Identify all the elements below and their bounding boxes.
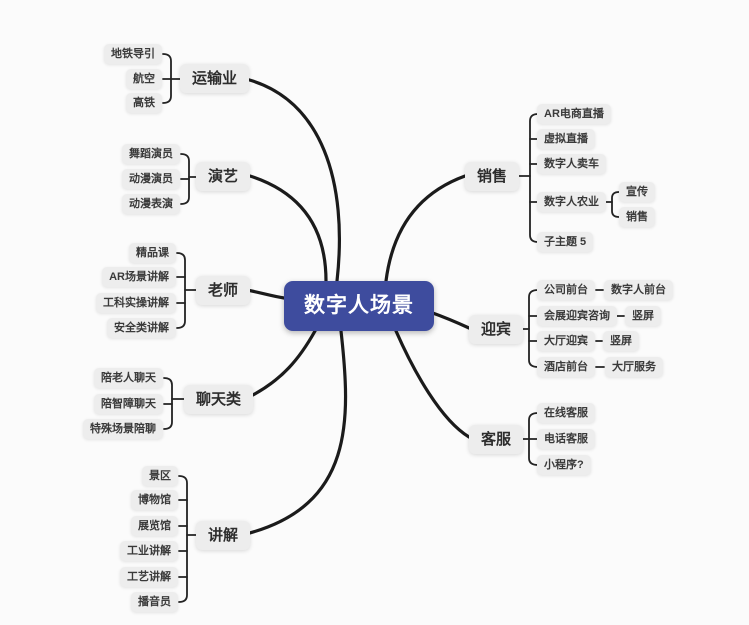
- leaf-promotion[interactable]: 宣传: [619, 182, 655, 202]
- leaf-premium-course[interactable]: 精品课: [129, 243, 176, 263]
- edge-root-performing-arts: [248, 174, 328, 283]
- leaf-anime-performance[interactable]: 动漫表演: [122, 194, 180, 214]
- root-branch-edges: [243, 77, 471, 536]
- leaf-hotel-front-desk[interactable]: 酒店前台: [537, 357, 595, 377]
- leaf-vertical-screen-2[interactable]: 竖屏: [603, 331, 639, 351]
- branch-sales[interactable]: 销售: [465, 162, 520, 191]
- leaf-agri-sales[interactable]: 销售: [619, 207, 655, 227]
- leaf-special-scene-chat[interactable]: 特殊场景陪聊: [83, 419, 163, 439]
- leaf-scenic-area[interactable]: 景区: [142, 466, 178, 486]
- leaf-mini-program[interactable]: 小程序?: [537, 455, 591, 475]
- bracket-sales: [529, 113, 539, 243]
- leaf-subtopic-5[interactable]: 子主题 5: [537, 232, 594, 252]
- edge-root-reception: [428, 310, 471, 330]
- leaf-engineering-practice-explain[interactable]: 工科实操讲解: [96, 293, 176, 313]
- leaf-aviation[interactable]: 航空: [126, 69, 162, 89]
- edge-root-sales: [384, 174, 467, 283]
- leaf-lobby-reception[interactable]: 大厅迎宾: [537, 331, 595, 351]
- leaf-high-speed-rail[interactable]: 高铁: [126, 93, 162, 113]
- branch-narration[interactable]: 讲解: [196, 521, 251, 550]
- branch-customer-service[interactable]: 客服: [469, 425, 524, 454]
- edge-root-transport: [244, 77, 341, 283]
- leaf-digital-front-desk[interactable]: 数字人前台: [604, 280, 673, 300]
- branch-teacher[interactable]: 老师: [196, 276, 251, 305]
- branch-performing-arts[interactable]: 演艺: [196, 162, 251, 191]
- bracket-narration: [178, 475, 188, 603]
- leaf-safety-explain[interactable]: 安全类讲解: [107, 318, 176, 338]
- edge-root-customer-service: [394, 329, 471, 439]
- leaf-company-front-desk[interactable]: 公司前台: [537, 280, 595, 300]
- leaf-craft-explain[interactable]: 工艺讲解: [120, 567, 178, 587]
- leaf-lobby-service[interactable]: 大厅服务: [605, 357, 663, 377]
- leaf-ar-ecommerce-live[interactable]: AR电商直播: [537, 104, 611, 124]
- edge-root-teacher: [245, 288, 286, 300]
- leaf-broadcaster[interactable]: 播音员: [131, 592, 178, 612]
- node-root[interactable]: 数字人场景: [284, 281, 434, 331]
- bracket-reception: [528, 289, 539, 368]
- leaf-dance-actor[interactable]: 舞蹈演员: [122, 144, 180, 164]
- leaf-subway-guidance[interactable]: 地铁导引: [104, 44, 162, 64]
- leaf-car-sales[interactable]: 数字人卖车: [537, 154, 606, 174]
- leaf-vertical-screen-1[interactable]: 竖屏: [625, 306, 661, 326]
- leaf-museum[interactable]: 博物馆: [131, 490, 178, 510]
- bracket-teacher: [176, 252, 186, 329]
- bracket-agriculture: [611, 191, 620, 218]
- branch-transport[interactable]: 运输业: [180, 64, 250, 93]
- edge-root-chat: [243, 329, 317, 401]
- leaf-exhibition-reception[interactable]: 会展迎宾咨询: [537, 306, 617, 326]
- leaf-phone-service[interactable]: 电话客服: [537, 429, 595, 449]
- leaf-industrial-explain[interactable]: 工业讲解: [120, 541, 178, 561]
- leaf-ar-scene-explain[interactable]: AR场景讲解: [102, 267, 176, 287]
- branch-leaf-edges: [162, 53, 625, 603]
- leaf-exhibition-hall[interactable]: 展览馆: [131, 516, 178, 536]
- branch-reception[interactable]: 迎宾: [469, 315, 524, 344]
- leaf-virtual-live[interactable]: 虚拟直播: [537, 129, 595, 149]
- edge-root-narration: [244, 329, 348, 536]
- leaf-elderly-chat[interactable]: 陪老人聊天: [94, 368, 163, 388]
- leaf-anime-actor[interactable]: 动漫演员: [122, 169, 180, 189]
- branch-chat[interactable]: 聊天类: [184, 385, 254, 414]
- leaf-disability-chat[interactable]: 陪智障聊天: [94, 394, 163, 414]
- leaf-agriculture[interactable]: 数字人农业: [537, 192, 606, 212]
- leaf-online-service[interactable]: 在线客服: [537, 403, 595, 423]
